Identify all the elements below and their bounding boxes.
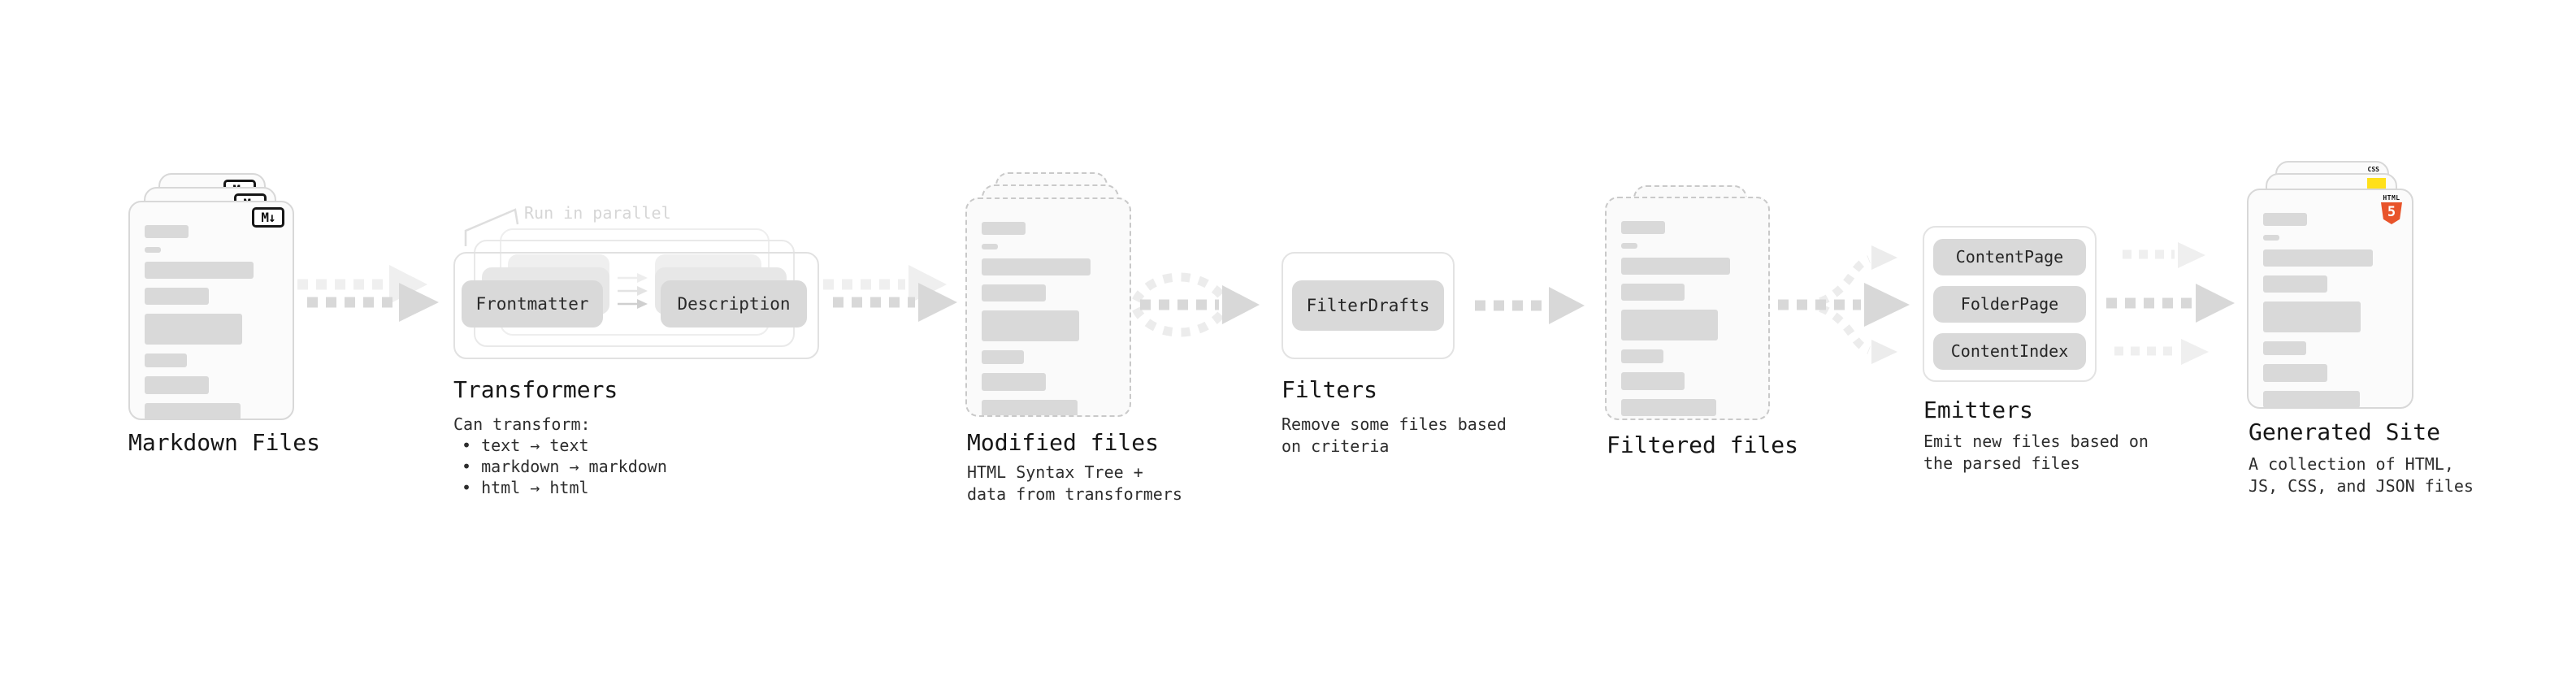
transformer-layer-front — [453, 252, 819, 359]
markdown-doc-front: M↓ — [128, 201, 294, 420]
placeholder-bar — [2263, 249, 2374, 267]
doc-content-placeholder — [1607, 198, 1768, 419]
stage-title-filters: Filters — [1281, 376, 1378, 403]
transform-bullet: • html → html — [462, 478, 589, 497]
stage-title-modified-files: Modified files — [967, 429, 1160, 456]
arrow-transformers-to-modified — [823, 265, 957, 322]
stage-title-generated-site: Generated Site — [2249, 419, 2441, 445]
markdown-icon: M↓ — [252, 207, 284, 228]
emitter-box-folderpage: FolderPage — [1933, 285, 2086, 323]
placeholder-bar — [982, 310, 1079, 341]
arrow-modified-to-filters — [1132, 272, 1260, 337]
placeholder-bar — [982, 350, 1025, 364]
placeholder-bar — [145, 376, 209, 394]
doc-content-placeholder — [2249, 190, 2412, 407]
html5-icon-word: HTML — [2383, 194, 2400, 202]
placeholder-bar — [982, 400, 1078, 415]
placeholder-bar — [1621, 243, 1637, 249]
placeholder-bar — [2263, 213, 2308, 226]
filters-container: FilterDrafts — [1281, 252, 1455, 359]
placeholder-bar — [145, 314, 242, 345]
placeholder-bar — [145, 262, 254, 279]
stage-title-transformers: Transformers — [453, 376, 618, 403]
placeholder-bar — [1621, 372, 1685, 390]
stage-title-filtered-files: Filtered files — [1607, 432, 1799, 458]
stage-title-emitters: Emitters — [1923, 397, 2033, 423]
emitter-box-contentindex: ContentIndex — [1933, 332, 2086, 370]
js-icon — [2367, 178, 2386, 189]
transform-bullet: • text → text — [462, 436, 589, 455]
placeholder-bar — [145, 247, 161, 253]
placeholder-bar — [982, 222, 1026, 235]
placeholder-bar — [982, 373, 1046, 391]
arrow-filtered-to-emitters — [1778, 245, 1910, 364]
arrow-markdown-to-transformers — [297, 265, 439, 322]
emitter-box-contentpage: ContentPage — [1933, 238, 2086, 275]
placeholder-bar — [982, 244, 998, 249]
html5-icon: HTML 5 — [2381, 194, 2402, 224]
transformer-box-frontmatter: Frontmatter — [462, 280, 603, 327]
transform-bullet: • markdown → markdown — [462, 457, 667, 476]
stage-subtitle-generated-site: A collection of HTML, JS, CSS, and JSON … — [2249, 454, 2474, 496]
placeholder-bar — [2263, 275, 2328, 293]
html5-icon-shield: 5 — [2381, 202, 2402, 224]
emitters-container: ContentPage FolderPage ContentIndex — [1923, 226, 2097, 382]
run-in-parallel-note: Run in parallel — [524, 203, 671, 223]
doc-content-placeholder — [967, 199, 1130, 415]
placeholder-bar — [1621, 258, 1730, 275]
placeholder-bar — [2263, 341, 2306, 355]
placeholder-bar — [1621, 310, 1718, 340]
filter-box-filterdrafts: FilterDrafts — [1292, 280, 1444, 331]
placeholder-bar — [982, 258, 1091, 275]
placeholder-bar — [1621, 221, 1665, 234]
placeholder-bar — [1621, 284, 1685, 301]
arrows-emitters-to-generated — [2106, 242, 2235, 365]
filtered-doc-front — [1605, 197, 1770, 420]
transform-bullet-list: • text → text • markdown → markdown • ht… — [453, 435, 667, 498]
doc-content-placeholder — [130, 202, 293, 419]
placeholder-bar — [1621, 399, 1717, 416]
placeholder-bar — [145, 225, 189, 238]
placeholder-bar — [2263, 235, 2279, 241]
modified-doc-front — [965, 197, 1131, 417]
placeholder-bar — [145, 403, 241, 419]
placeholder-bar — [1621, 349, 1664, 363]
can-transform-heading: Can transform: — [453, 414, 591, 434]
generated-doc-html: HTML 5 — [2247, 189, 2413, 409]
stage-subtitle-filters: Remove some files based on criteria — [1281, 414, 1507, 456]
placeholder-bar — [2263, 391, 2360, 407]
arrow-filters-to-filtered — [1475, 287, 1585, 324]
placeholder-bar — [2263, 364, 2328, 382]
placeholder-bar — [2263, 301, 2361, 332]
stage-title-markdown-files: Markdown Files — [128, 429, 321, 456]
placeholder-bar — [145, 354, 188, 367]
placeholder-bar — [982, 284, 1046, 301]
stage-subtitle-modified-files: HTML Syntax Tree + data from transformer… — [967, 462, 1182, 504]
stage-subtitle-emitters: Emit new files based on the parsed files — [1923, 432, 2149, 473]
placeholder-bar — [145, 288, 209, 305]
transformer-box-description: Description — [661, 280, 807, 327]
